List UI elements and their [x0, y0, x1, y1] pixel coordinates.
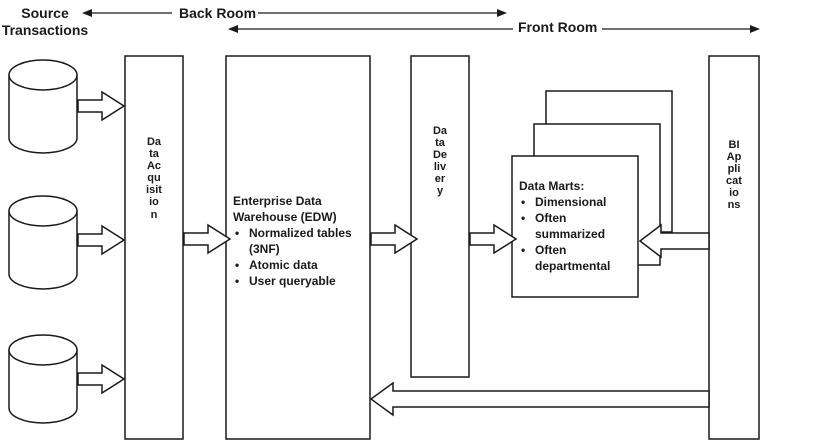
source-3-to-acquisition-arrow [77, 364, 125, 394]
data-marts-bullet: Dimensional [519, 194, 633, 210]
edw-bullet: User queryable [233, 273, 368, 289]
edw-content: Enterprise Data Warehouse (EDW) Normaliz… [233, 193, 368, 289]
bi-to-data-marts-arrow [638, 223, 710, 259]
data-acquisition-box [124, 55, 184, 440]
bi-to-edw-arrow [369, 381, 710, 417]
data-marts-content: Data Marts: Dimensional Often summarized… [519, 178, 633, 274]
back-room-span-arrow [82, 9, 507, 17]
edw-bullet: Atomic data [233, 257, 368, 273]
data-marts-bullet-list: Dimensional Often summarized Often depar… [519, 194, 633, 274]
data-marts-title: Data Marts: [519, 179, 585, 193]
data-marts-bullet: Often departmental [519, 242, 633, 274]
edw-bullet-list: Normalized tables (3NF) Atomic data User… [233, 225, 368, 289]
data-delivery-box [410, 55, 470, 378]
front-room-span-arrow [228, 25, 760, 33]
acquisition-to-edw-arrow [183, 224, 231, 254]
delivery-to-data-marts-arrow [469, 224, 517, 254]
source-transactions-label: Source Transactions [1, 5, 89, 38]
data-marts-bullet: Often summarized [519, 210, 633, 242]
front-room-label: Front Room [516, 19, 600, 36]
data-acquisition-label: Data Acquisition [146, 136, 162, 221]
edw-to-delivery-arrow [370, 224, 418, 254]
edw-bullet: Normalized tables (3NF) [233, 225, 368, 257]
data-delivery-label: Data Delivery [432, 125, 448, 198]
source-database-2 [8, 195, 78, 290]
edw-title: Enterprise Data Warehouse (EDW) [233, 194, 337, 224]
source-database-3 [8, 334, 78, 424]
source-database-1 [8, 59, 78, 154]
bi-applications-box [708, 55, 760, 440]
bi-applications-label: BI Applications [726, 139, 743, 212]
source-1-to-acquisition-arrow [77, 91, 125, 121]
back-room-label: Back Room [177, 5, 259, 22]
source-2-to-acquisition-arrow [77, 225, 125, 255]
